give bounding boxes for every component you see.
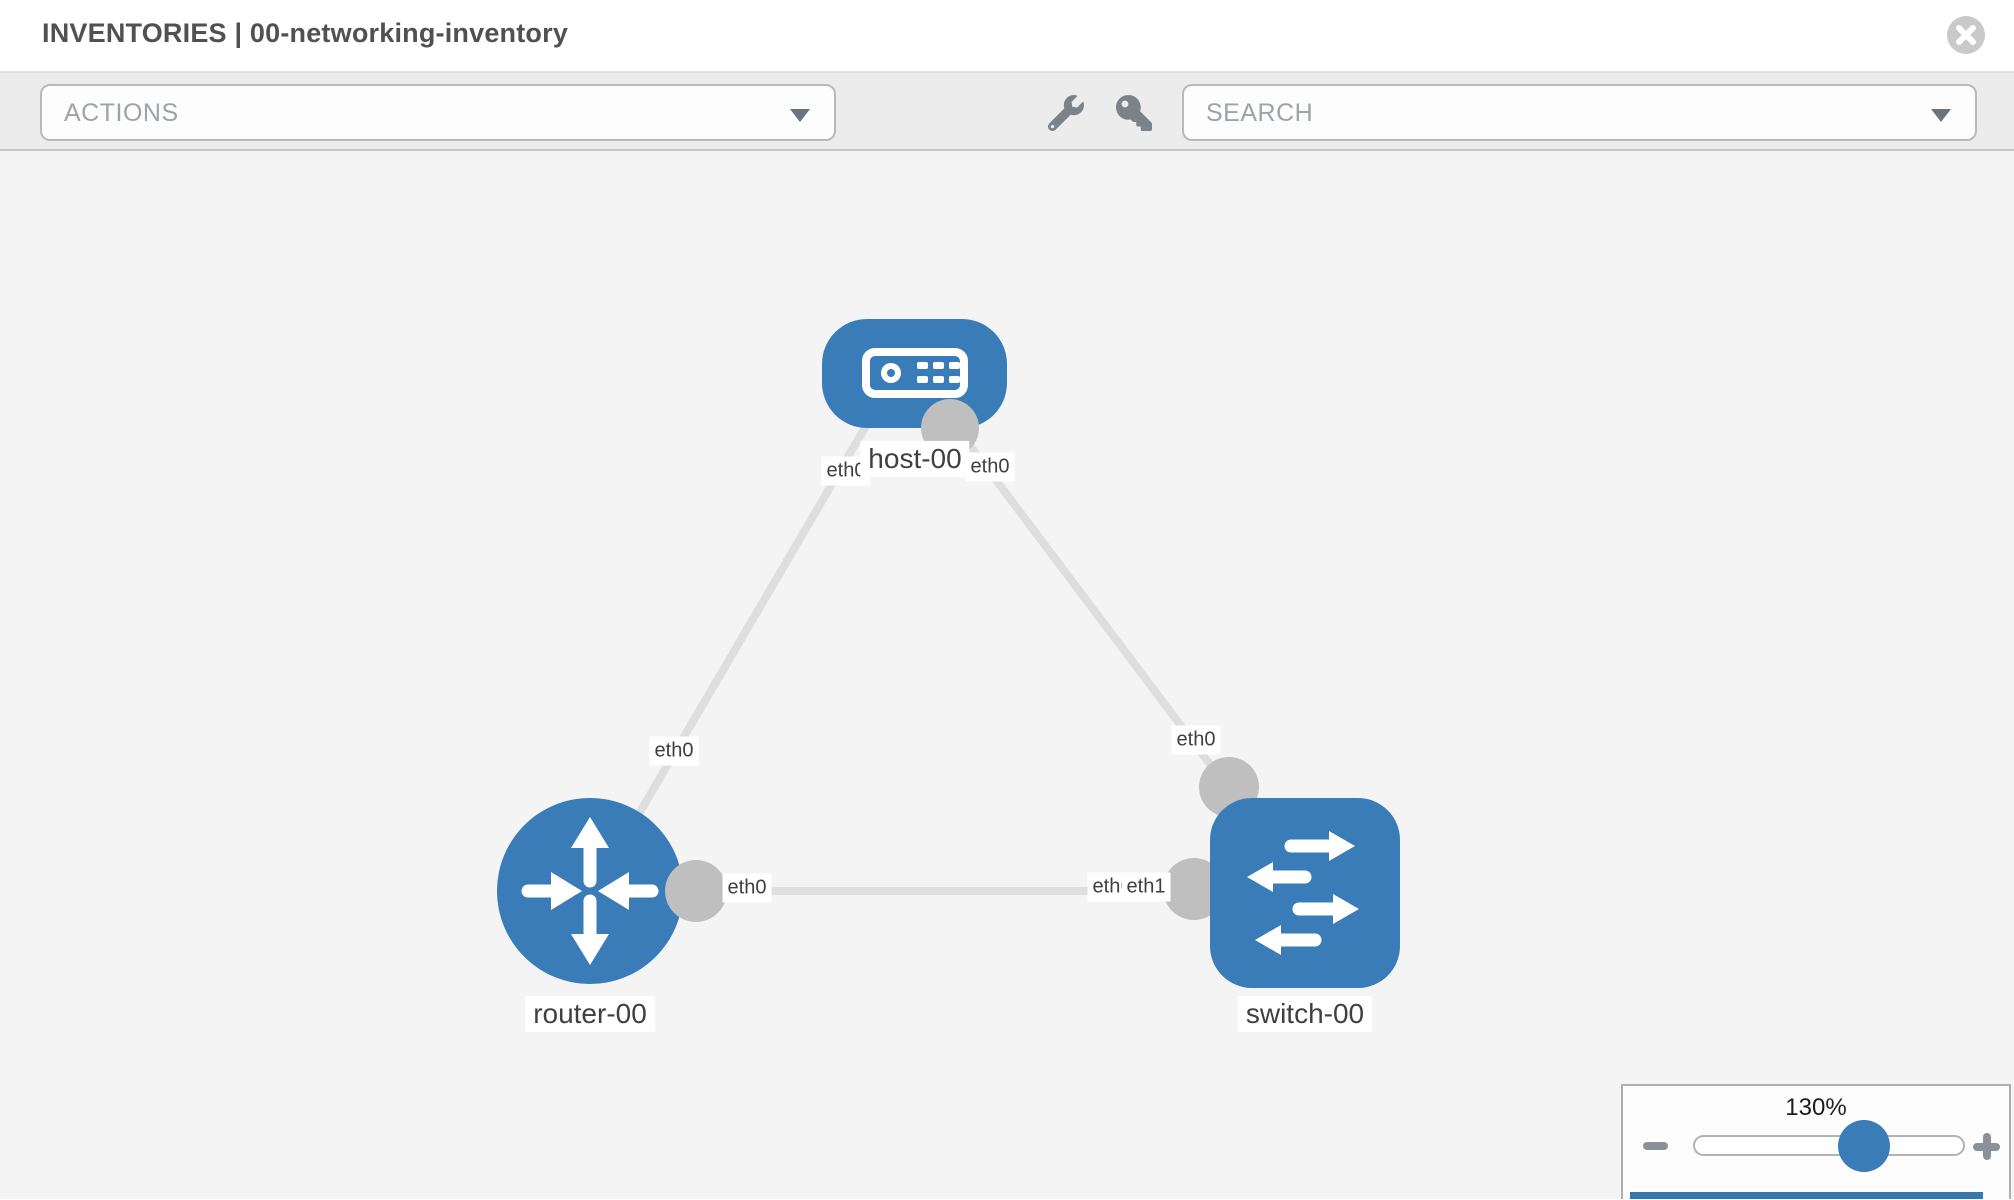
port-dot xyxy=(665,860,727,922)
interface-label: eth0 xyxy=(722,873,772,903)
node-router-00[interactable] xyxy=(497,798,683,984)
node-switch-00[interactable] xyxy=(1210,798,1400,988)
zoom-slider-track[interactable] xyxy=(1693,1135,1965,1156)
zoom-in-button[interactable] xyxy=(1973,1133,2000,1160)
router-icon xyxy=(521,817,659,965)
chevron-down-icon xyxy=(1931,109,1951,122)
interface-label: eth0 xyxy=(965,452,1015,482)
node-label-router: router-00 xyxy=(525,995,655,1033)
close-icon xyxy=(1947,16,1985,54)
configure-button[interactable] xyxy=(1047,95,1084,132)
zoom-level-readout: 130% xyxy=(1785,1094,1847,1121)
server-icon xyxy=(862,348,968,398)
plus-icon xyxy=(1983,1133,1991,1160)
zoom-slider-thumb[interactable] xyxy=(1838,1120,1890,1172)
interface-label: eth0 xyxy=(649,736,699,766)
node-host-00[interactable] xyxy=(822,319,1007,428)
toolbar: ACTIONS SEARCH xyxy=(0,72,2014,151)
interface-label: eth0 xyxy=(1171,725,1221,755)
actions-dropdown-label: ACTIONS xyxy=(64,99,179,127)
credentials-button[interactable] xyxy=(1116,95,1152,131)
port-dot xyxy=(1163,858,1225,920)
bottom-right-blue-strip xyxy=(1630,1192,1983,1199)
actions-dropdown[interactable]: ACTIONS xyxy=(40,84,836,141)
wrench-icon xyxy=(1047,95,1084,132)
page-title: INVENTORIES | 00-networking-inventory xyxy=(42,18,569,48)
edge-host-router[interactable] xyxy=(612,416,874,856)
search-dropdown[interactable]: SEARCH xyxy=(1182,84,1977,141)
close-button[interactable] xyxy=(1946,15,1986,55)
topology-canvas[interactable]: eth0 eth0 host-00 eth0 eth0 eth0 eth0 et… xyxy=(0,151,2014,1199)
key-icon xyxy=(1116,95,1152,131)
zoom-panel: 130% xyxy=(1621,1084,2011,1199)
search-dropdown-label: SEARCH xyxy=(1206,99,1314,127)
page-header: INVENTORIES | 00-networking-inventory xyxy=(0,0,2014,72)
zoom-out-button[interactable] xyxy=(1643,1142,1668,1150)
switch-icon xyxy=(1247,831,1359,955)
chevron-down-icon xyxy=(790,109,810,122)
node-label-host: host-00 xyxy=(860,440,970,478)
node-label-switch: switch-00 xyxy=(1237,995,1373,1033)
interface-label: eth1 xyxy=(1121,872,1171,902)
